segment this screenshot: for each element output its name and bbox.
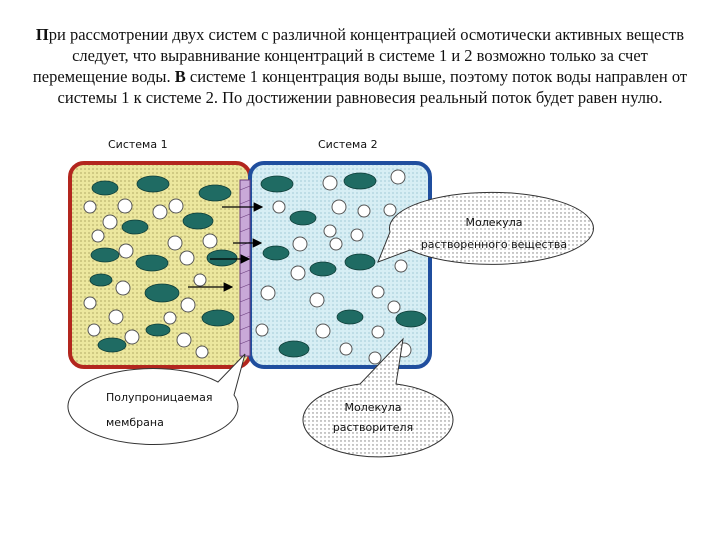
callout-membrane-line1: Полупроницаемая [106, 391, 212, 404]
callout-solvent-line1: Молекула [345, 401, 402, 414]
system2-label: Система 2 [318, 138, 378, 151]
callout-solute-line2: растворенного вещества [421, 238, 567, 251]
callout-solvent-line2: растворителя [333, 421, 413, 434]
callout-solute-line1: Молекула [466, 216, 523, 229]
system1-label: Система 1 [108, 138, 168, 151]
callout-membrane-line2: мембрана [106, 416, 164, 429]
